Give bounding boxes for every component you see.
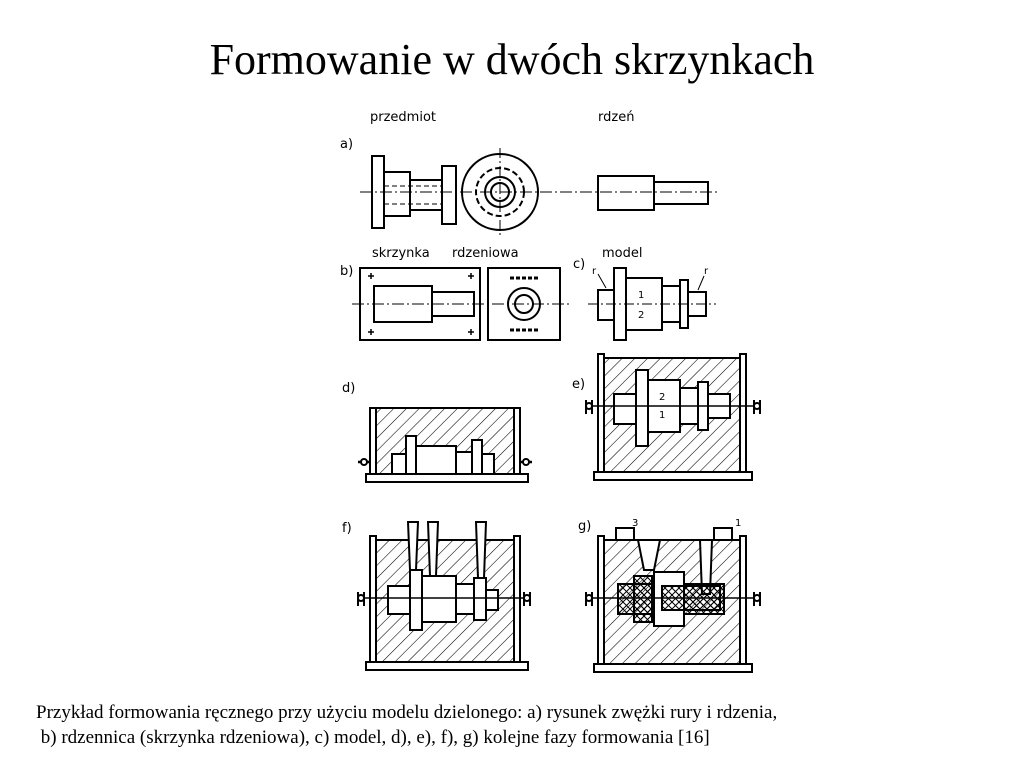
label-skrzynka: skrzynka (372, 246, 430, 261)
stage-f-flask (357, 521, 531, 671)
stage-g-flask (585, 527, 761, 673)
label-przedmiot: przedmiot (370, 110, 436, 125)
label-d: d) (342, 381, 355, 396)
stage-e-flask (585, 353, 761, 481)
figure-caption: Przykład formowania ręcznego przy użyciu… (36, 700, 996, 750)
stage-d-flask (358, 407, 532, 483)
model-part-2: 2 (638, 310, 644, 321)
label-r-left: r (592, 266, 597, 277)
model-part-1: 1 (638, 290, 644, 301)
label-rdzeniowa: rdzeniowa (452, 246, 519, 261)
label-rdzen: rdzeń (598, 110, 634, 125)
label-f: f) (342, 521, 352, 536)
label-a: a) (340, 137, 353, 152)
label-g: g) (578, 519, 591, 534)
caption-line-1: Przykład formowania ręcznego przy użyciu… (36, 702, 778, 723)
molding-diagram: przedmiot rdzeń a) skrzynka rdzeniowa b) (340, 110, 761, 673)
stage-e-part-1: 1 (659, 410, 665, 421)
stage-e-part-2: 2 (659, 392, 665, 403)
slide-title: Formowanie w dwóch skrzynkach (209, 35, 815, 84)
label-b: b) (340, 264, 353, 279)
label-r-right: r (704, 266, 709, 277)
split-model (597, 267, 707, 341)
label-model: model (602, 246, 642, 261)
label-c: c) (573, 257, 585, 272)
core-drawing (597, 175, 709, 211)
label-1: 1 (735, 518, 741, 529)
label-e: e) (572, 377, 585, 392)
label-3: 3 (632, 518, 638, 529)
caption-line-2: b) rdzennica (skrzynka rdzeniowa), c) mo… (36, 727, 710, 748)
